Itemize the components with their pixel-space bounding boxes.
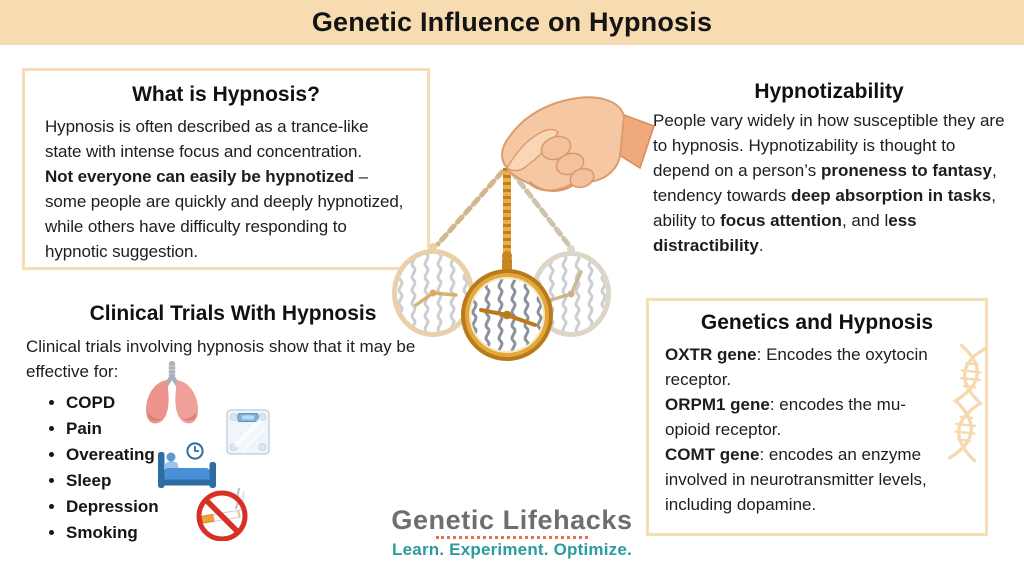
hypnotizability-paragraph: People vary widely in how susceptible th… xyxy=(653,111,1005,255)
what-is-hypnosis-heading: What is Hypnosis? xyxy=(132,83,320,106)
gene-entry: COMT gene: encodes an enzyme involved in… xyxy=(665,445,927,514)
list-item: Sleep xyxy=(66,468,440,494)
list-item: Overeating xyxy=(66,442,440,468)
list-item: Pain xyxy=(66,416,440,442)
logo-name: Genetic Lifehacks xyxy=(391,505,633,535)
list-item: Depression xyxy=(66,494,440,520)
hypnotizability-section: Hypnotizability People vary widely in ho… xyxy=(653,76,1005,258)
clinical-trials-intro: Clinical trials involving hypnosis show … xyxy=(26,337,416,381)
list-item: COPD xyxy=(66,390,440,416)
genetics-heading: Genetics and Hypnosis xyxy=(700,311,934,334)
gene-entry: OXTR gene: Encodes the oxytocin receptor… xyxy=(665,345,928,389)
scale-icon xyxy=(226,409,270,455)
page-title: Genetic Influence on Hypnosis xyxy=(311,7,713,37)
clock-icon xyxy=(186,442,204,460)
clinical-trials-list: COPD Pain Overeating Sleep Depression Sm… xyxy=(50,390,440,546)
pocket-watch-icon xyxy=(461,251,553,361)
title-banner: Genetic Influence on Hypnosis xyxy=(0,0,1024,45)
brand-logo: Genetic Lifehacks Learn. Experiment. Opt… xyxy=(0,506,1024,560)
hypnotizability-heading: Hypnotizability xyxy=(754,80,904,103)
lungs-icon xyxy=(146,361,198,424)
gene-entry: ORPM1 gene: encodes the mu-opioid recept… xyxy=(665,395,906,439)
genetics-box: Genetics and Hypnosis OXTR gene: Encodes… xyxy=(646,298,988,536)
what-is-hypnosis-paragraph-1: Hypnosis is often described as a trance-… xyxy=(45,117,369,161)
sleep-bed-icon xyxy=(158,452,216,488)
clinical-trials-heading: Clinical Trials With Hypnosis xyxy=(89,302,377,325)
what-is-hypnosis-paragraph-2: Not everyone can easily be hypnotized – … xyxy=(45,167,404,261)
clinical-trials-section: Clinical Trials With Hypnosis Clinical t… xyxy=(26,298,440,546)
what-is-hypnosis-box: What is Hypnosis? Hypnosis is often desc… xyxy=(22,68,430,270)
hand-illustration xyxy=(501,96,655,192)
no-smoking-icon xyxy=(196,487,248,541)
logo-dots-divider xyxy=(436,536,588,539)
dna-icon xyxy=(947,343,988,463)
logo-tagline: Learn. Experiment. Optimize. xyxy=(392,540,632,559)
pocket-watch-icon xyxy=(531,245,611,337)
list-item: Smoking xyxy=(66,520,440,546)
